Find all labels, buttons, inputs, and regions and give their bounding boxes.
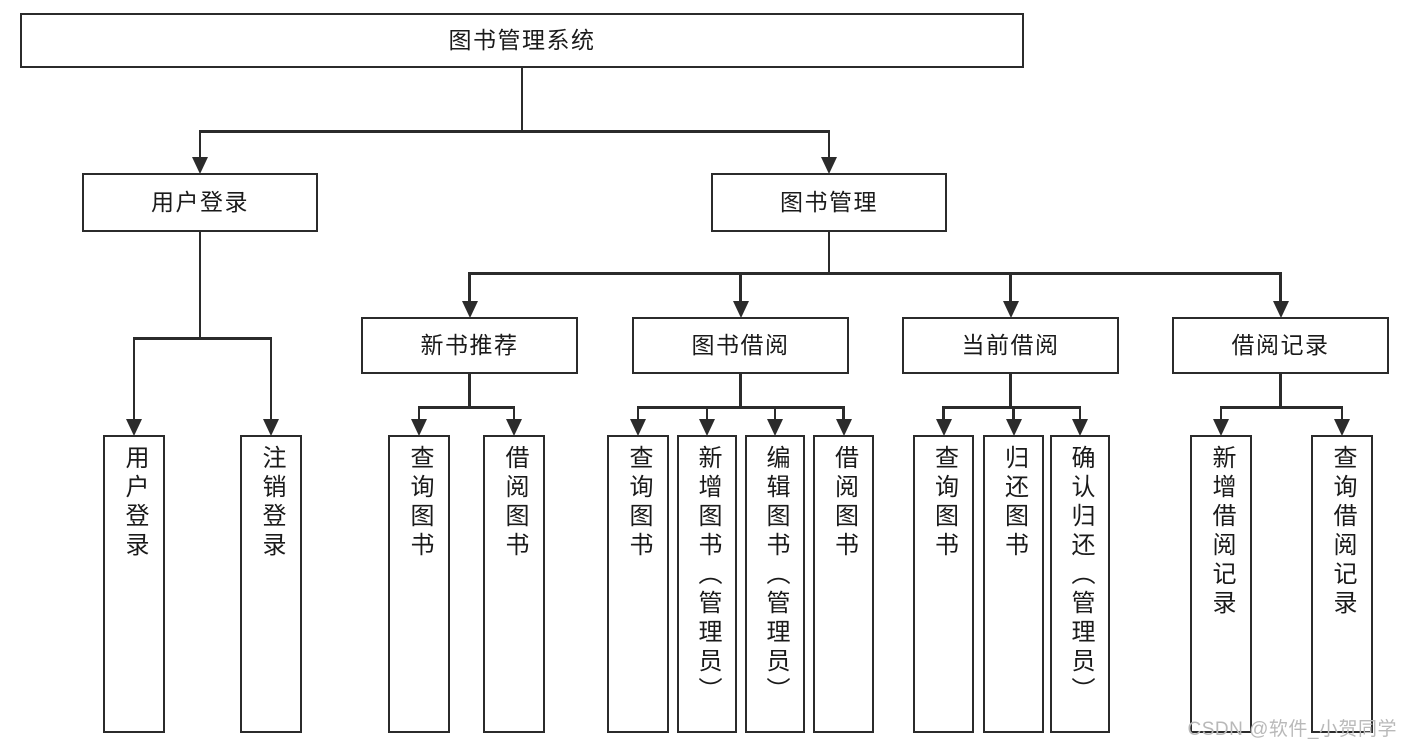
node-label: 新增借阅记录 [1208, 445, 1235, 619]
connector-bus-current-borrow [942, 406, 1082, 409]
node-label: 图书借阅 [691, 332, 790, 359]
node-new-book-rec[interactable]: 新书推荐 [361, 317, 578, 374]
node-leaf-borrow-book-rec[interactable]: 借阅图书 [483, 435, 545, 733]
node-leaf-query-book-rec[interactable]: 查询图书 [388, 435, 450, 733]
arrowhead-leaf-add-record [1213, 419, 1229, 436]
arrowhead-leaf-query-book [630, 419, 646, 436]
connector-drop-leaf-query-book-rec [417, 406, 421, 419]
node-leaf-query-book-cur[interactable]: 查询图书 [913, 435, 974, 733]
connector-stem-borrow-record [1279, 374, 1282, 406]
connector-drop-leaf-add-record [1219, 406, 1223, 419]
node-leaf-add-book[interactable]: 新增图书（管理员） [677, 435, 737, 733]
node-label: 用户登录 [151, 189, 249, 216]
watermark-label: CSDN @软件_小贺同学 [1187, 719, 1397, 740]
connector-drop-leaf-query-book-cur [942, 406, 945, 419]
connector-stem-user-login [198, 232, 202, 337]
node-label: 查询图书 [625, 445, 652, 561]
arrowhead-leaf-query-book-rec [411, 419, 427, 436]
arrowhead-leaf-borrow-book-rec [506, 419, 522, 436]
node-leaf-return-book[interactable]: 归还图书 [983, 435, 1044, 733]
arrowhead-leaf-user-login [126, 419, 142, 436]
connector-stem-new-book-rec [468, 374, 471, 406]
arrowhead-book-manage [821, 157, 837, 174]
connector-drop-leaf-query-book [636, 406, 640, 419]
node-label: 查询图书 [930, 445, 958, 561]
connector-drop-leaf-user-logout [269, 337, 273, 419]
node-label: 用户登录 [121, 445, 148, 561]
connector-drop-current-borrow [1009, 272, 1012, 301]
connector-drop-leaf-edit-book [773, 406, 777, 419]
connector-stem-book-borrow [739, 374, 742, 406]
node-root[interactable]: 图书管理系统 [20, 13, 1024, 68]
node-label: 确认归还（管理员） [1067, 445, 1094, 706]
connector-bus-book-borrow [636, 406, 845, 409]
connector-drop-user-login [198, 130, 202, 157]
arrowhead-new-book-rec [461, 301, 478, 318]
arrowhead-book-borrow [732, 301, 749, 318]
node-leaf-confirm-return[interactable]: 确认归还（管理员） [1050, 435, 1110, 733]
node-label: 查询借阅记录 [1329, 445, 1356, 619]
connector-drop-leaf-borrow-book [842, 406, 845, 419]
arrowhead-leaf-edit-book [767, 419, 783, 436]
connector-drop-leaf-borrow-book-rec [512, 406, 516, 419]
connector-bus-book-manage [468, 272, 1282, 275]
arrowhead-leaf-borrow-book [835, 419, 852, 436]
connector-drop-new-book-rec [468, 272, 471, 301]
node-label: 编辑图书（管理员） [762, 445, 789, 706]
connector-drop-leaf-add-book [705, 406, 709, 419]
arrowhead-leaf-query-record [1334, 419, 1350, 436]
node-label: 新增图书（管理员） [694, 445, 721, 706]
connector-bus-root [198, 130, 831, 133]
node-label: 当前借阅 [961, 332, 1060, 359]
node-leaf-query-book[interactable]: 查询图书 [607, 435, 669, 733]
connector-bus-user-login [132, 337, 273, 340]
arrowhead-user-login [192, 157, 208, 174]
arrowhead-leaf-add-book [699, 419, 715, 436]
node-user-login[interactable]: 用户登录 [82, 173, 318, 232]
node-leaf-borrow-book[interactable]: 借阅图书 [813, 435, 874, 733]
node-leaf-query-record[interactable]: 查询借阅记录 [1311, 435, 1373, 733]
node-label: 图书管理 [780, 189, 878, 216]
node-book-borrow[interactable]: 图书借阅 [632, 317, 849, 374]
connector-drop-leaf-confirm-return [1078, 406, 1082, 419]
node-borrow-record[interactable]: 借阅记录 [1172, 317, 1389, 374]
arrowhead-current-borrow [1002, 301, 1019, 318]
arrowhead-leaf-confirm-return [1072, 419, 1088, 436]
node-current-borrow[interactable]: 当前借阅 [902, 317, 1119, 374]
node-leaf-add-record[interactable]: 新增借阅记录 [1190, 435, 1252, 733]
node-label: 新书推荐 [420, 332, 519, 359]
arrowhead-leaf-user-logout [263, 419, 279, 436]
connector-drop-borrow-record [1279, 272, 1282, 301]
connector-stem-book-manage [827, 232, 831, 272]
node-label: 借阅图书 [830, 445, 858, 561]
connector-drop-book-borrow [739, 272, 742, 301]
connector-drop-leaf-query-record [1340, 406, 1344, 419]
arrowhead-leaf-query-book-cur [935, 419, 952, 436]
node-leaf-user-logout[interactable]: 注销登录 [240, 435, 302, 733]
connector-drop-leaf-return-book [1012, 406, 1015, 419]
connector-drop-leaf-user-login [132, 337, 136, 419]
arrowhead-leaf-return-book [1005, 419, 1022, 436]
arrowhead-borrow-record [1272, 301, 1289, 318]
connector-stem-root [520, 68, 524, 130]
connector-stem-current-borrow [1009, 374, 1012, 406]
node-leaf-edit-book[interactable]: 编辑图书（管理员） [745, 435, 805, 733]
node-label: 注销登录 [258, 445, 285, 561]
node-label: 归还图书 [1000, 445, 1028, 561]
connector-bus-new-book-rec [417, 406, 516, 409]
node-label: 查询图书 [406, 445, 433, 561]
node-label: 借阅记录 [1231, 332, 1330, 359]
node-label: 借阅图书 [501, 445, 528, 561]
node-label: 图书管理系统 [448, 27, 596, 54]
connector-drop-book-manage [827, 130, 831, 157]
node-book-manage[interactable]: 图书管理 [711, 173, 947, 232]
connector-bus-borrow-record [1219, 406, 1344, 409]
node-leaf-user-login[interactable]: 用户登录 [103, 435, 165, 733]
